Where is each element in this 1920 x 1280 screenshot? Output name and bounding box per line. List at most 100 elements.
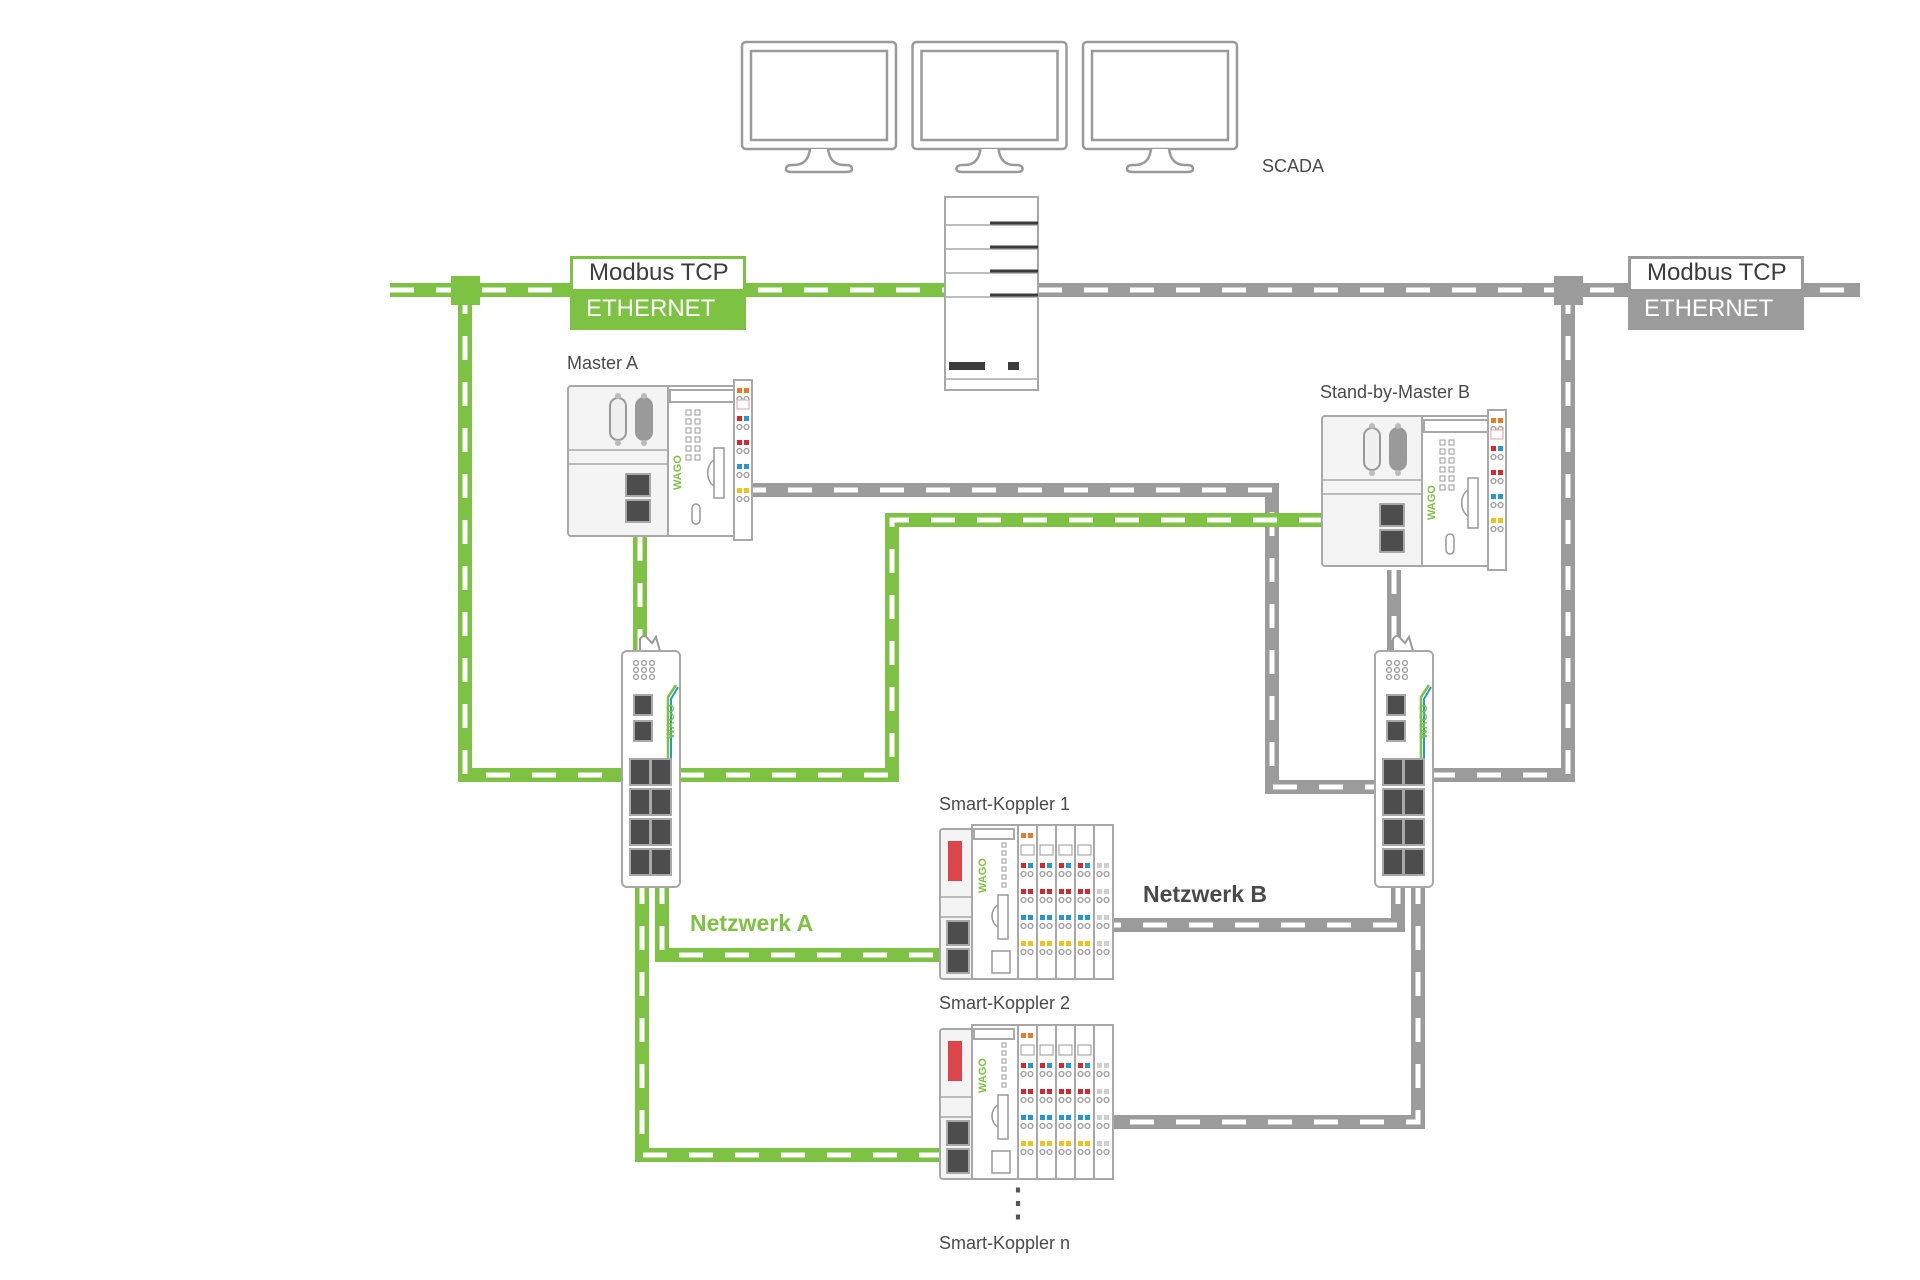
led-indicator bbox=[1104, 1063, 1109, 1068]
led-indicator bbox=[1078, 915, 1083, 920]
switch-a[interactable]: WAGO bbox=[621, 634, 681, 888]
led-indicator bbox=[1021, 833, 1026, 838]
led-indicator bbox=[1059, 1063, 1064, 1068]
led-indicator bbox=[1059, 1115, 1064, 1120]
led-indicator bbox=[1085, 941, 1090, 946]
led-indicator bbox=[1059, 1089, 1064, 1094]
led-indicator bbox=[1028, 863, 1033, 868]
led-indicator bbox=[744, 440, 749, 445]
cable-mastera-to-switchb bbox=[742, 483, 1377, 794]
led-indicator bbox=[1021, 915, 1026, 920]
led-indicator bbox=[1021, 1063, 1026, 1068]
status-led bbox=[1001, 850, 1007, 856]
cable-switcha-to-coupler1 bbox=[655, 880, 940, 962]
led-indicator bbox=[1078, 1115, 1083, 1120]
led-indicator bbox=[1040, 1115, 1045, 1120]
ethernet-port-icon bbox=[1382, 758, 1404, 786]
monitor-icon bbox=[740, 40, 898, 174]
led-indicator bbox=[1028, 889, 1033, 894]
led-indicator bbox=[1059, 915, 1064, 920]
led-indicator bbox=[1021, 941, 1026, 946]
master-a-controller[interactable]: WAGO bbox=[567, 379, 753, 541]
coupler-n-label: Smart-Koppler n bbox=[939, 1233, 1071, 1253]
smart-coupler-1[interactable]: WAGO bbox=[939, 824, 1114, 980]
ethernet-port-icon bbox=[1382, 788, 1404, 816]
led-indicator bbox=[1097, 889, 1102, 894]
status-led bbox=[1001, 1074, 1007, 1080]
master-b-label: Stand-by-Master B bbox=[1320, 382, 1471, 402]
led-indicator bbox=[1047, 1063, 1052, 1068]
scada-server bbox=[944, 196, 1039, 391]
ethernet-port-icon bbox=[1403, 758, 1425, 786]
led-indicator bbox=[1491, 446, 1496, 451]
status-led bbox=[1001, 842, 1007, 848]
din-clip bbox=[639, 634, 661, 652]
led-indicator bbox=[1085, 1089, 1090, 1094]
status-led bbox=[694, 445, 701, 452]
ethernet-port-icon bbox=[1403, 848, 1425, 876]
led-indicator bbox=[744, 488, 749, 493]
ethernet-port-icon bbox=[946, 1148, 970, 1174]
led-indicator bbox=[1047, 889, 1052, 894]
status-led bbox=[685, 427, 692, 434]
wago-logo: WAGO bbox=[1426, 485, 1438, 520]
master-b-controller[interactable]: WAGO bbox=[1321, 409, 1507, 571]
ethernet-port-icon bbox=[946, 948, 970, 974]
ethernet-port-icon bbox=[650, 788, 672, 816]
status-led bbox=[1001, 858, 1007, 864]
led-indicator bbox=[1097, 1063, 1102, 1068]
led-indicator bbox=[1066, 1089, 1071, 1094]
led-indicator bbox=[737, 416, 742, 421]
led-indicator bbox=[1491, 518, 1496, 523]
switch-b[interactable]: WAGO bbox=[1374, 634, 1434, 888]
led-indicator bbox=[1097, 1141, 1102, 1146]
led-indicator bbox=[1059, 1141, 1064, 1146]
led-indicator bbox=[1059, 889, 1064, 894]
led-indicator bbox=[737, 464, 742, 469]
smart-coupler-2[interactable]: WAGO bbox=[939, 1024, 1114, 1180]
led-indicator bbox=[1066, 915, 1071, 920]
status-led bbox=[1001, 1066, 1007, 1072]
led-indicator bbox=[1498, 470, 1503, 475]
ethernet-port-icon bbox=[629, 788, 651, 816]
scada-monitors bbox=[740, 40, 1239, 174]
led-indicator bbox=[1078, 863, 1083, 868]
ethernet-port-icon bbox=[629, 758, 651, 786]
sd-card-slot-icon bbox=[713, 447, 725, 499]
led-indicator bbox=[1021, 1141, 1026, 1146]
ethernet-port-icon bbox=[650, 848, 672, 876]
cable-switcha-to-masterb bbox=[680, 513, 1322, 782]
led-indicator bbox=[1047, 1115, 1052, 1120]
ethernet-port-icon bbox=[1382, 818, 1404, 846]
led-indicator bbox=[1104, 941, 1109, 946]
led-indicator bbox=[1104, 863, 1109, 868]
sd-card-slot-icon bbox=[997, 1094, 1009, 1140]
led-indicator bbox=[1097, 915, 1102, 920]
status-led bbox=[1439, 448, 1446, 455]
status-led bbox=[694, 427, 701, 434]
led-indicator bbox=[1021, 1033, 1026, 1038]
status-led bbox=[1001, 874, 1007, 880]
led-indicator bbox=[1498, 494, 1503, 499]
ethernet-port-icon bbox=[1379, 503, 1405, 527]
led-indicator bbox=[1085, 1063, 1090, 1068]
led-indicator bbox=[1085, 863, 1090, 868]
led-indicator bbox=[1104, 915, 1109, 920]
coupler-2-label: Smart-Koppler 2 bbox=[939, 993, 1071, 1013]
led-indicator bbox=[1040, 941, 1045, 946]
status-led bbox=[1439, 439, 1446, 446]
led-indicator bbox=[1059, 941, 1064, 946]
io-module bbox=[1093, 824, 1114, 980]
sfp-port-icon bbox=[1386, 720, 1406, 742]
dip-switch-icon bbox=[948, 841, 962, 881]
sfp-port-icon bbox=[633, 720, 653, 742]
left-medium-label: ETHERNET bbox=[570, 290, 746, 330]
status-led bbox=[694, 436, 701, 443]
ethernet-port-icon bbox=[1403, 788, 1425, 816]
ethernet-port-icon bbox=[1382, 848, 1404, 876]
led-indicator bbox=[1085, 889, 1090, 894]
led-indicator bbox=[1066, 941, 1071, 946]
led-indicator bbox=[1498, 446, 1503, 451]
led-indicator bbox=[1028, 1115, 1033, 1120]
